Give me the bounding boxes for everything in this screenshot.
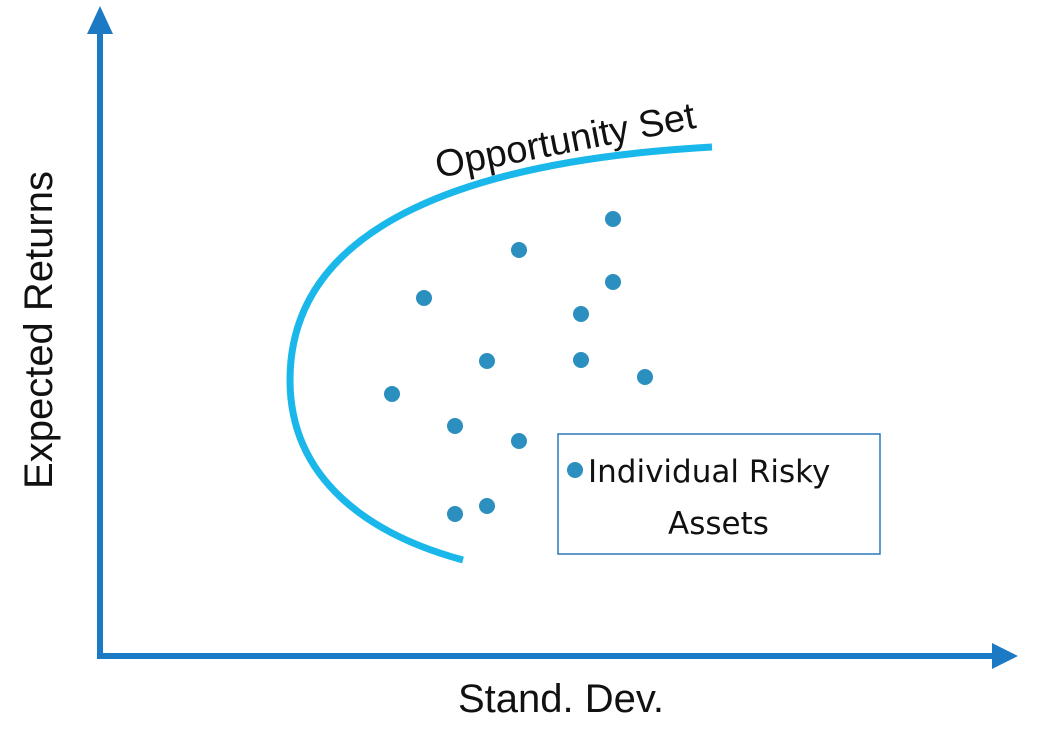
legend-label-line1: Individual Risky	[588, 454, 830, 490]
y-axis-label: Expected Returns	[17, 171, 61, 489]
x-axis-label: Stand. Dev.	[458, 677, 664, 721]
asset-dot	[511, 433, 527, 449]
asset-dot	[447, 506, 463, 522]
legend: Individual Risky Assets	[557, 433, 881, 555]
asset-dot	[479, 498, 495, 514]
legend-dot-icon	[567, 462, 583, 478]
asset-dot	[637, 369, 653, 385]
legend-label-line2: Assets	[668, 506, 769, 542]
asset-dot	[605, 274, 621, 290]
asset-dot	[511, 242, 527, 258]
asset-dot	[384, 386, 400, 402]
y-axis-arrowhead	[87, 6, 113, 34]
legend-box	[557, 433, 881, 555]
asset-dot	[605, 211, 621, 227]
asset-dot	[447, 418, 463, 434]
asset-dots	[384, 211, 653, 522]
asset-dot	[573, 352, 589, 368]
x-axis-arrowhead	[992, 643, 1018, 669]
opportunity-set-curve	[286, 143, 713, 564]
asset-dot	[479, 353, 495, 369]
asset-dot	[416, 290, 432, 306]
asset-dot	[573, 306, 589, 322]
opportunity-set-label: Opportunity Set	[432, 95, 700, 187]
